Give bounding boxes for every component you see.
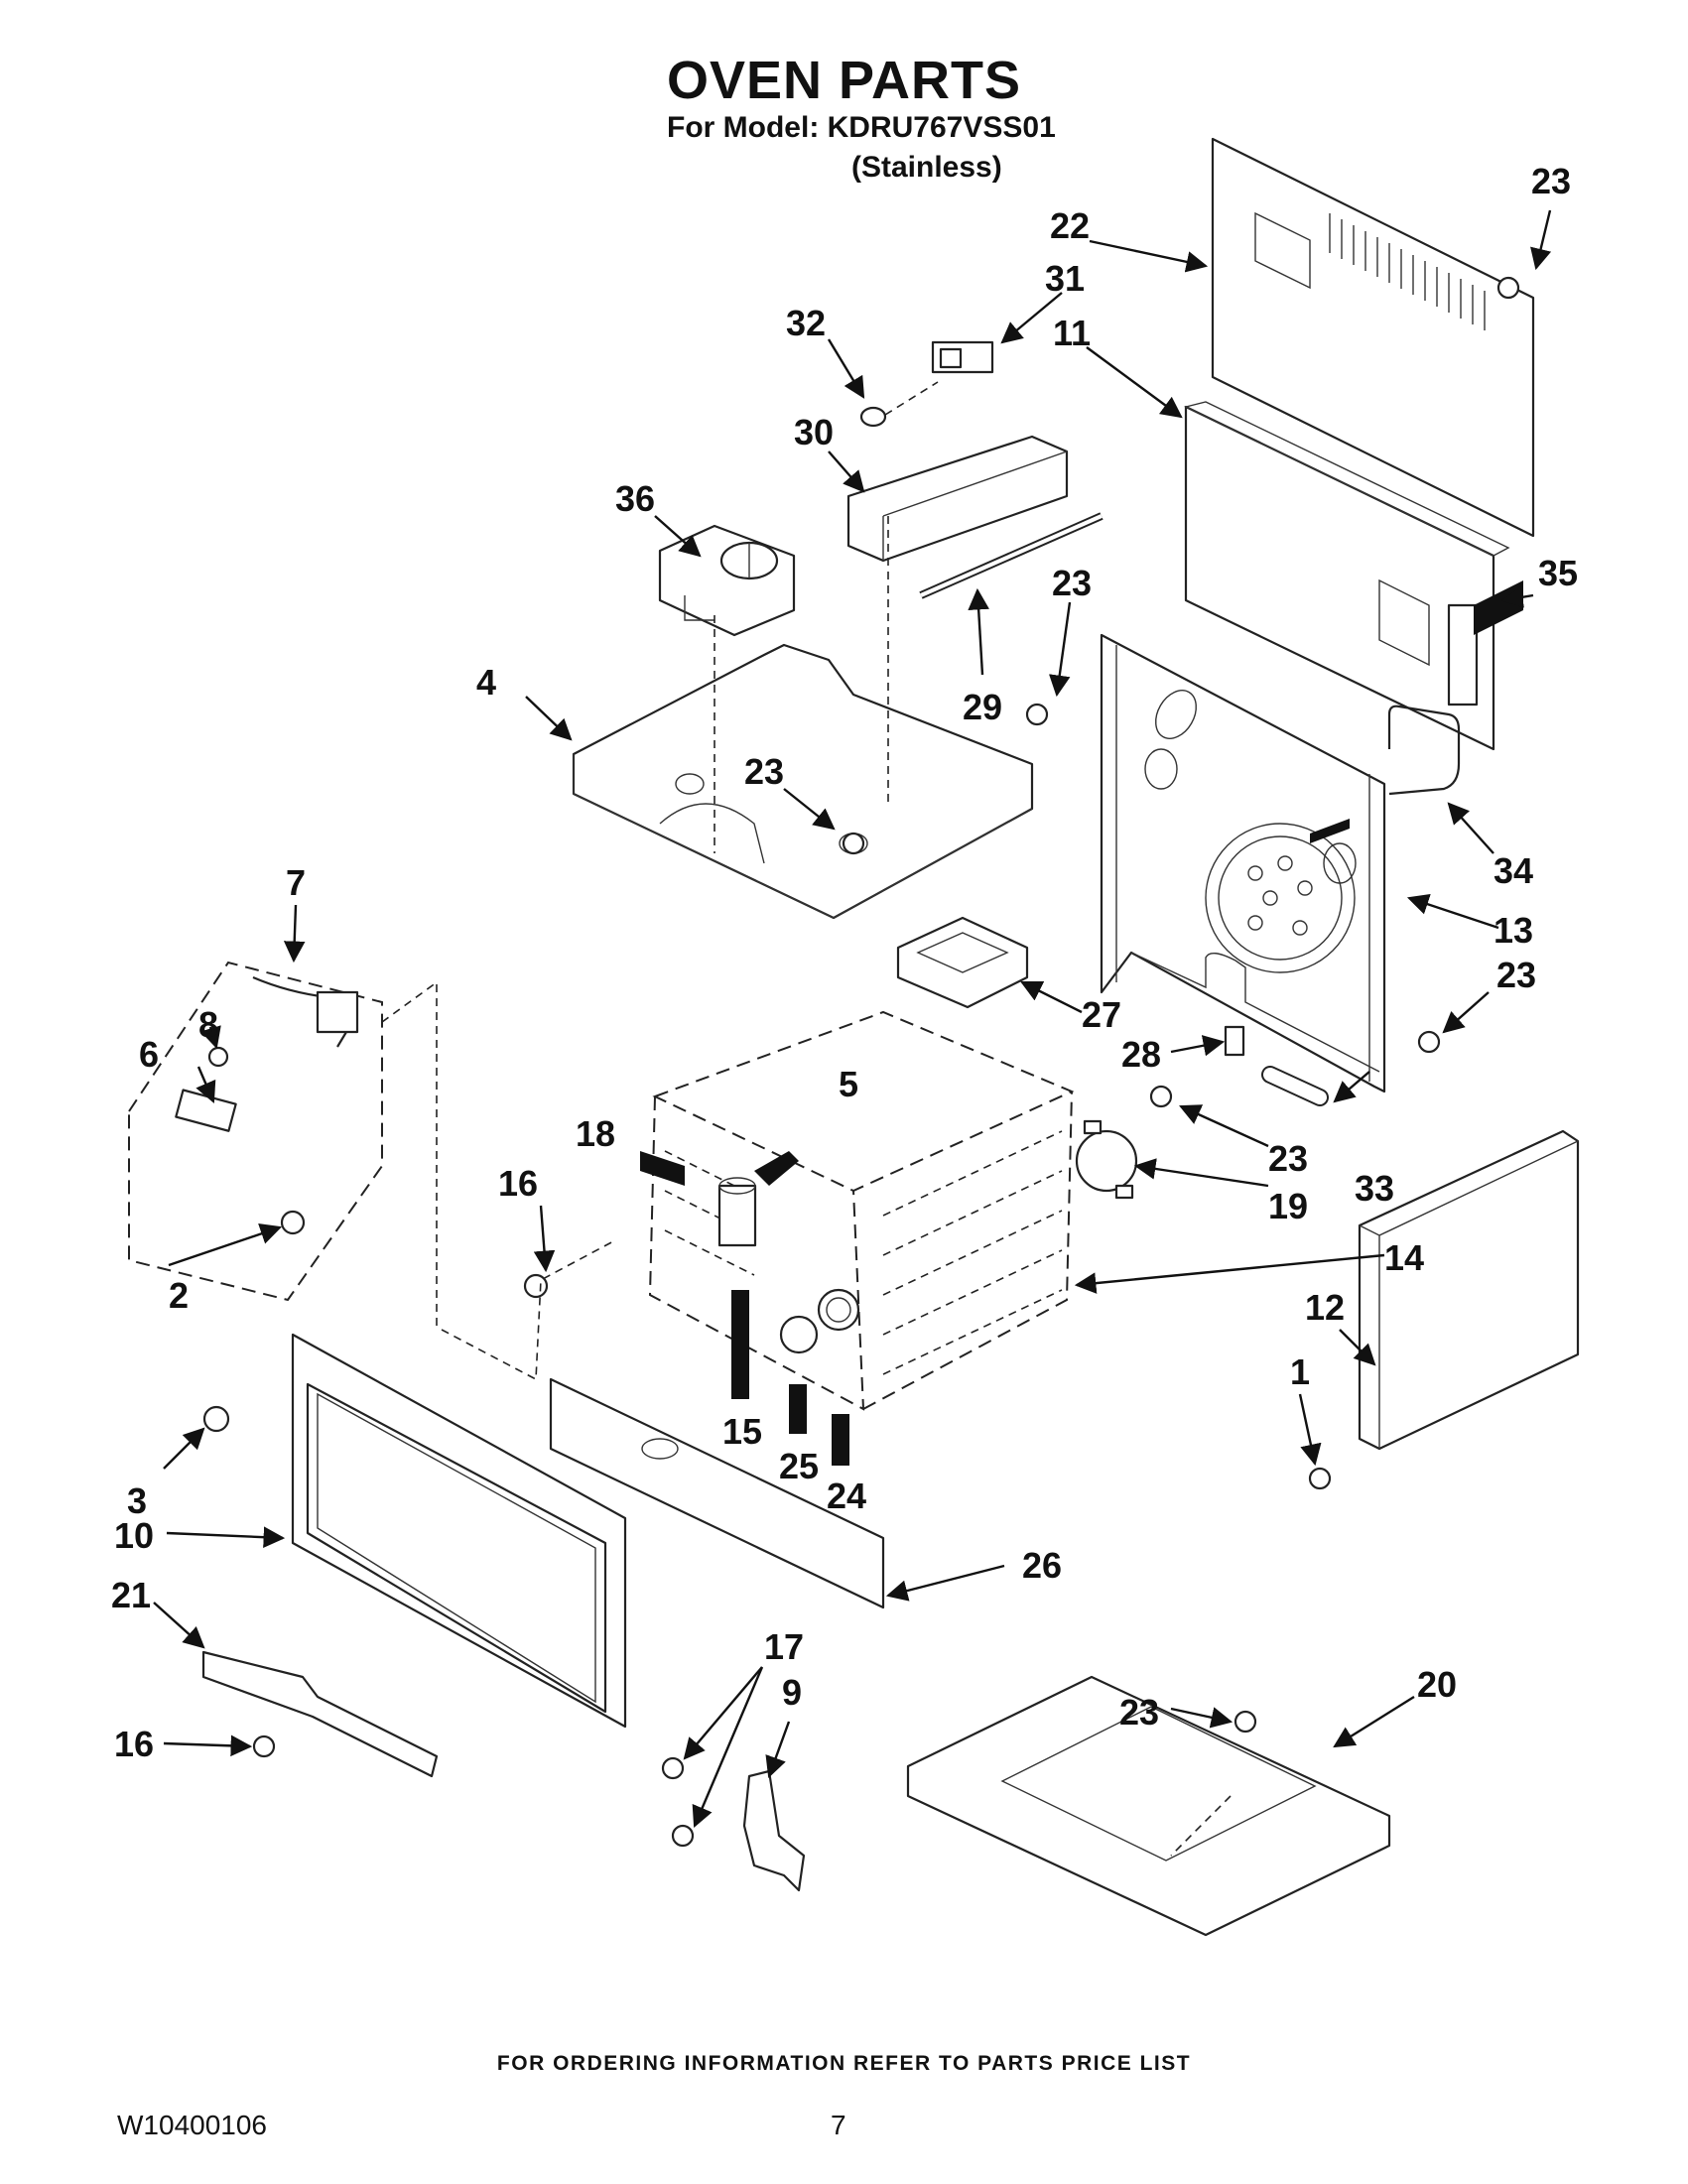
- callout-6: 6: [139, 1034, 159, 1075]
- callout-25: 25: [779, 1446, 819, 1486]
- part-10-door-frame: [291, 1333, 627, 1729]
- callout-34: 34: [1493, 850, 1533, 891]
- part-30-bracket: [846, 435, 1069, 563]
- part-2-screw: [280, 1210, 306, 1235]
- callout-35: 35: [1538, 553, 1578, 593]
- callout-31: 31: [1045, 258, 1085, 299]
- model-finish: (Stainless): [851, 151, 1002, 184]
- callout-32: 32: [786, 303, 826, 343]
- callout-28: 28: [1121, 1034, 1161, 1075]
- part-26-front-rail: [549, 1377, 885, 1609]
- part-24-hatch-marker: [832, 1414, 849, 1466]
- part-28-sensor: [1224, 1025, 1245, 1057]
- page-number: 7: [831, 2110, 846, 2140]
- part-36-fan-motor: [658, 524, 796, 637]
- callout-36: 36: [615, 478, 655, 519]
- model-number: For Model: KDRU767VSS01: [667, 111, 1056, 144]
- callout-23-c: 23: [744, 751, 784, 792]
- callout-26: 26: [1022, 1545, 1062, 1586]
- callout-33: 33: [1355, 1168, 1394, 1209]
- callout-7: 7: [286, 862, 306, 903]
- part-23-screw-c: [842, 832, 865, 855]
- callout-29: 29: [963, 687, 1002, 727]
- callout-16-b: 16: [114, 1724, 154, 1764]
- callout-8: 8: [198, 1004, 218, 1045]
- callout-9: 9: [782, 1672, 802, 1713]
- part-21-kick-plate: [201, 1650, 439, 1778]
- callout-10: 10: [114, 1515, 154, 1556]
- callout-22: 22: [1050, 205, 1090, 246]
- callout-1: 1: [1290, 1351, 1310, 1392]
- callout-16: 16: [498, 1163, 538, 1204]
- callout-4: 4: [476, 662, 496, 703]
- part-4-top-panel: [572, 516, 1034, 920]
- page-title: OVEN PARTS: [666, 51, 1022, 110]
- part-23-screw-e: [1149, 1085, 1173, 1108]
- part-16-screw-lower: [252, 1734, 276, 1758]
- callout-2: 2: [169, 1275, 189, 1316]
- callout-24: 24: [827, 1476, 866, 1516]
- callout-15: 15: [722, 1411, 762, 1452]
- part-31-valve: [931, 340, 994, 374]
- callout-23: 23: [1531, 161, 1571, 201]
- callout-20: 20: [1417, 1664, 1457, 1705]
- leader-lines: [153, 209, 1552, 1828]
- callout-11: 11: [1053, 313, 1091, 353]
- callout-30: 30: [794, 412, 834, 452]
- callout-17: 17: [764, 1626, 804, 1667]
- part-11-rear-cover: [1183, 401, 1510, 751]
- part-12-side-panel: [1308, 1129, 1580, 1490]
- part-20-bottom-pan: [906, 1675, 1391, 1937]
- part-3-knob: [202, 1405, 230, 1433]
- part-25-hatch-marker: [789, 1384, 807, 1434]
- callout-21: 21: [111, 1575, 151, 1615]
- callout-numbers: 23 22 31 32 11 30 36 35 23 29 4 23 34 13…: [111, 161, 1578, 1764]
- part-5-hatch-marker: [754, 1151, 799, 1186]
- part-16-screw-upper: [523, 1273, 549, 1299]
- callout-19: 19: [1268, 1186, 1308, 1226]
- part-34-wire: [1387, 705, 1461, 796]
- part-18-hatch-marker: [640, 1151, 685, 1186]
- part-33-tube: [1261, 1066, 1329, 1106]
- part-15-hatch-marker: [731, 1290, 749, 1399]
- part-17-screw-b: [671, 1824, 695, 1848]
- part-19-element-cover: [1075, 1119, 1138, 1200]
- part-23-screw-b: [1025, 703, 1049, 726]
- callout-14: 14: [1384, 1237, 1424, 1278]
- part-1-screw: [1308, 1467, 1332, 1490]
- callout-13: 13: [1493, 910, 1533, 951]
- callout-3: 3: [127, 1480, 147, 1521]
- part-17-screw-a: [661, 1756, 685, 1780]
- callout-5: 5: [839, 1064, 858, 1104]
- part-14-oven-cavity: [648, 1010, 1075, 1411]
- callout-27: 27: [1082, 994, 1121, 1035]
- part-23-screw-d: [1417, 1030, 1441, 1054]
- part-9-bracket: [742, 1769, 806, 1892]
- callout-23-f: 23: [1119, 1692, 1159, 1733]
- part-13-oven-back: [1100, 633, 1386, 1093]
- callout-23-d: 23: [1496, 955, 1536, 995]
- document-id: W10400106: [117, 2110, 268, 2140]
- part-27-control-board: [896, 916, 1029, 1009]
- part-23-screw-a: [1496, 276, 1520, 300]
- callout-12: 12: [1305, 1287, 1345, 1328]
- ordering-info: FOR ORDERING INFORMATION REFER TO PARTS …: [496, 2052, 1192, 2075]
- callout-23-e: 23: [1268, 1138, 1308, 1179]
- callout-18: 18: [576, 1113, 615, 1154]
- part-23-screw-f: [1234, 1710, 1257, 1734]
- part-32-clip: [859, 381, 939, 428]
- callout-23-b: 23: [1052, 563, 1092, 603]
